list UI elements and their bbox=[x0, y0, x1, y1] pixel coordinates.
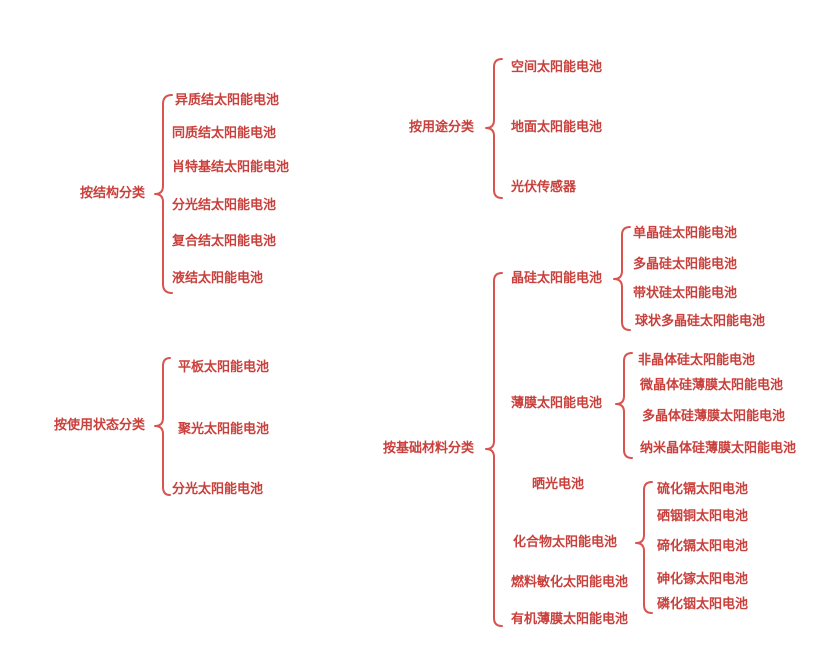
crystalline-item: 多晶硅太阳能电池 bbox=[633, 257, 738, 272]
usage-state-item: 平板太阳能电池 bbox=[178, 360, 270, 375]
structure-item: 肖特基结太阳能电池 bbox=[172, 160, 290, 175]
usage-state-item: 分光太阳能电池 bbox=[172, 482, 264, 497]
category-purpose: 按用途分类 bbox=[408, 120, 474, 135]
brace-crystalline bbox=[613, 226, 631, 331]
structure-item: 异质结太阳能电池 bbox=[175, 93, 280, 108]
structure-item: 复合结太阳能电池 bbox=[172, 234, 277, 249]
category-usage-state: 按使用状态分类 bbox=[53, 418, 145, 433]
brace-thin-film bbox=[615, 352, 633, 459]
crystalline-item: 带状硅太阳能电池 bbox=[633, 286, 738, 301]
brace-usage-state bbox=[154, 357, 171, 496]
crystalline-item: 球状多晶硅太阳能电池 bbox=[635, 314, 766, 329]
brace-compound bbox=[635, 481, 653, 614]
crystalline-item: 单晶硅太阳能电池 bbox=[633, 226, 738, 241]
category-structure: 按结构分类 bbox=[79, 186, 145, 201]
material-thin-film: 薄膜太阳能电池 bbox=[511, 396, 603, 411]
structure-item: 同质结太阳能电池 bbox=[172, 126, 277, 141]
material-organic: 有机薄膜太阳能电池 bbox=[511, 612, 629, 627]
purpose-item: 光伏传感器 bbox=[511, 180, 577, 195]
compound-item: 碲化镉太阳电池 bbox=[657, 539, 749, 554]
brace-structure bbox=[154, 94, 173, 294]
purpose-item: 空间太阳能电池 bbox=[511, 60, 603, 75]
thin-film-item: 非晶体硅太阳能电池 bbox=[638, 353, 756, 368]
material-crystalline: 晶硅太阳能电池 bbox=[511, 271, 603, 286]
compound-item: 砷化镓太阳电池 bbox=[657, 572, 749, 587]
compound-item: 硫化镉太阳电池 bbox=[657, 482, 749, 497]
material-dye: 燃料敏化太阳能电池 bbox=[511, 575, 629, 590]
category-material: 按基础材料分类 bbox=[382, 441, 474, 456]
material-compound: 化合物太阳能电池 bbox=[513, 535, 618, 550]
material-sunlight: 晒光电池 bbox=[532, 477, 585, 492]
structure-item: 液结太阳能电池 bbox=[172, 271, 264, 286]
purpose-item: 地面太阳能电池 bbox=[511, 120, 603, 135]
compound-item: 磷化铟太阳电池 bbox=[657, 597, 749, 612]
thin-film-item: 微晶体硅薄膜太阳能电池 bbox=[640, 378, 784, 393]
brace-material bbox=[485, 272, 503, 627]
thin-film-item: 多晶体硅薄膜太阳能电池 bbox=[642, 409, 786, 424]
thin-film-item: 纳米晶体硅薄膜太阳能电池 bbox=[640, 441, 797, 456]
structure-item: 分光结太阳能电池 bbox=[172, 198, 277, 213]
usage-state-item: 聚光太阳能电池 bbox=[178, 422, 270, 437]
compound-item: 硒铟铜太阳电池 bbox=[657, 509, 749, 524]
brace-purpose bbox=[485, 58, 503, 199]
